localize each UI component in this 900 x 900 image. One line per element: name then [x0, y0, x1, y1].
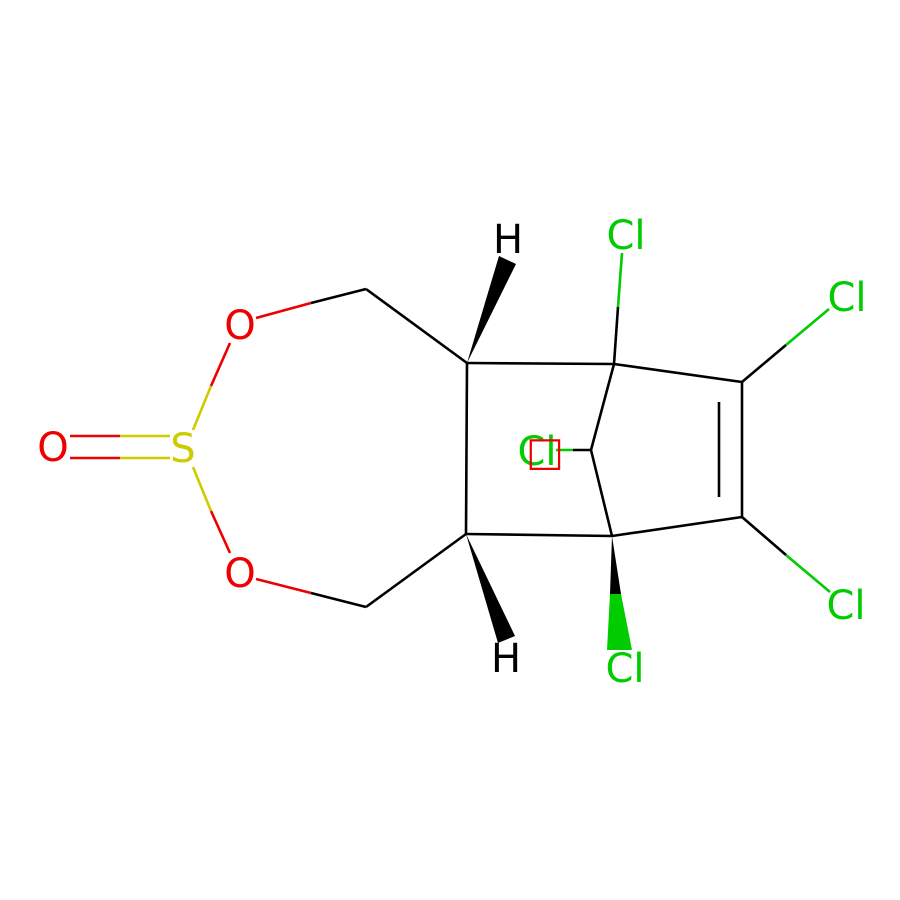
bond-c-c-double	[717, 382, 744, 517]
atom-label-cl-upper-right: Cl	[827, 275, 866, 321]
atom-label-cl-bridge: Cl	[517, 429, 556, 475]
bond-s-o-double	[70, 434, 170, 460]
atom-label-h-top: H	[493, 217, 523, 263]
bond-c-cl-upper-right	[741, 308, 830, 383]
bond-o-ch2-bottom	[255, 577, 367, 609]
atom-label-cl-bottom: Cl	[605, 646, 644, 692]
atom-label-cl-top: Cl	[606, 213, 645, 259]
bond-o-ch2-top	[255, 287, 367, 320]
wedge-bond-h-bottom	[466, 534, 515, 643]
bond-bridge-bottom	[589, 449, 614, 537]
wedge-bond-h-top	[467, 256, 516, 363]
atom-label-o-carbonyl: O	[37, 425, 68, 471]
bond-s-o-bottom	[191, 466, 232, 554]
atom-label-h-bottom: H	[491, 636, 521, 682]
bond-s-o-top	[191, 342, 232, 431]
wedge-bond-cl-bottom	[607, 536, 632, 650]
bond-ch2-c-bottom	[365, 532, 467, 609]
overlap-marker: □	[526, 429, 564, 475]
atom-label-cl-lower-right: Cl	[826, 583, 865, 629]
bond-c-cl-top	[612, 252, 624, 365]
bond-c-c-top	[466, 361, 615, 366]
bond-ch2-c-top	[365, 287, 468, 365]
bond-c-cl-lower-right	[741, 516, 831, 593]
bond-c-c-left	[464, 362, 469, 535]
atom-label-s: S	[170, 426, 195, 472]
bond-bridgehead-top-vinyl	[613, 362, 743, 384]
bond-bridgehead-bottom-vinyl	[611, 515, 743, 538]
bond-c-c-bottom	[465, 532, 613, 538]
bond-bridge-top	[589, 363, 616, 451]
atom-label-o-top: O	[224, 303, 255, 349]
atom-label-o-bottom: O	[224, 551, 255, 597]
